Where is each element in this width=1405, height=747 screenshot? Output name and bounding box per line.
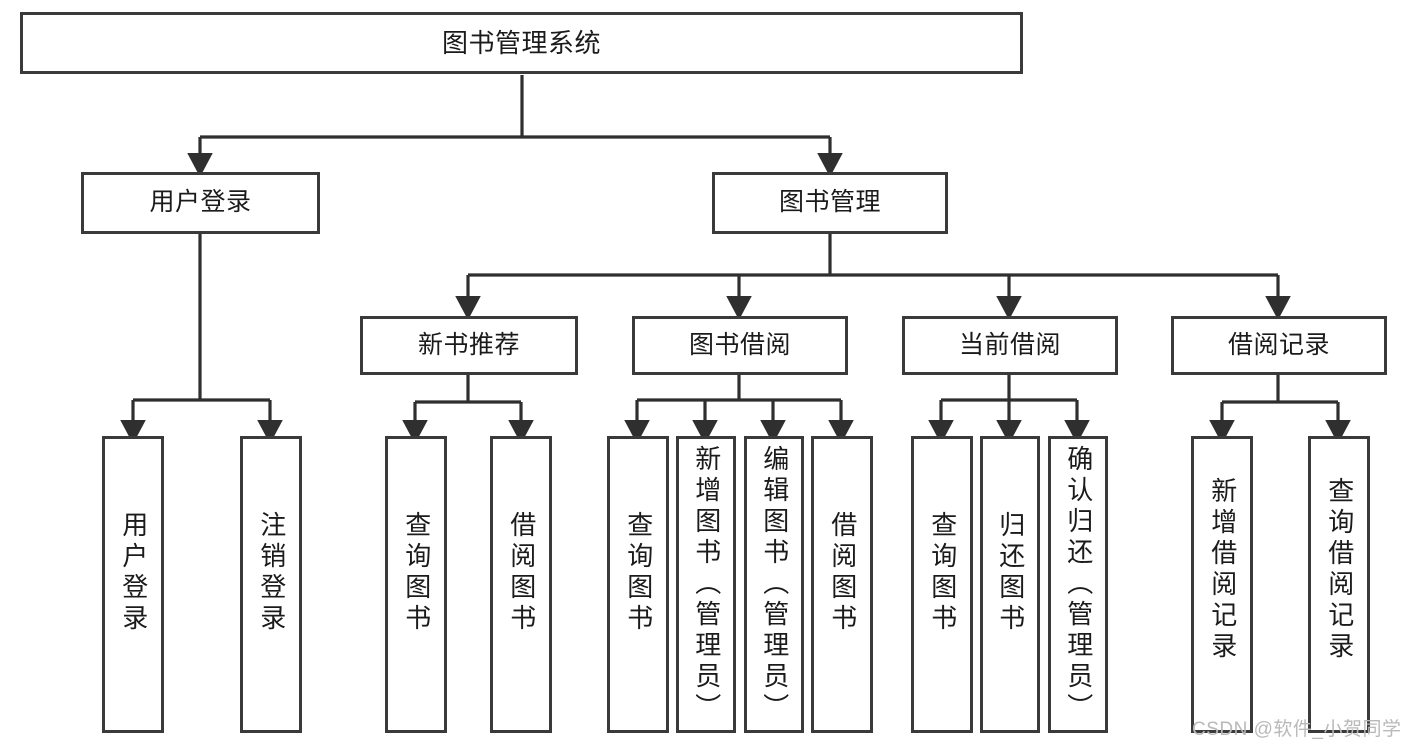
node-label: 查询图书 [401,511,432,635]
leaf-query-borrow-record[interactable]: 查询借阅记录 [1308,436,1370,733]
node-label: 注销登录 [256,511,287,635]
node-label: 编辑图书（管理员） [759,445,790,724]
leaf-add-borrow-record[interactable]: 新增借阅记录 [1191,436,1253,733]
node-book-manage[interactable]: 图书管理 [712,172,948,234]
leaf-return-book[interactable]: 归还图书 [980,436,1040,733]
node-label: 归还图书 [995,511,1026,635]
node-label: 查询借阅记录 [1324,477,1355,663]
node-book-borrow[interactable]: 图书借阅 [632,316,848,375]
leaf-query-book-recommend[interactable]: 查询图书 [385,436,447,733]
node-label: 新增借阅记录 [1207,477,1238,663]
node-label: 用户登录 [149,188,252,217]
node-label: 查询图书 [927,511,958,635]
node-label: 借阅图书 [827,511,858,635]
node-label: 新书推荐 [417,330,520,359]
leaf-query-book-current[interactable]: 查询图书 [911,436,973,733]
leaf-borrow-book-recommend[interactable]: 借阅图书 [490,436,552,733]
node-label: 新增图书（管理员） [691,445,722,724]
csdn-watermark: CSDN @软件_小贺同学 [1192,719,1402,740]
node-root-system[interactable]: 图书管理系统 [20,12,1023,74]
leaf-confirm-return-admin[interactable]: 确认归还（管理员） [1048,436,1108,733]
node-label: 用户登录 [118,511,149,635]
node-borrow-record[interactable]: 借阅记录 [1171,316,1387,375]
node-label: 查询图书 [623,511,654,635]
leaf-user-login[interactable]: 用户登录 [102,436,164,733]
leaf-borrow-book-borrow[interactable]: 借阅图书 [811,436,873,733]
node-label: 图书借阅 [688,330,791,359]
node-current-borrow[interactable]: 当前借阅 [902,316,1118,375]
node-label: 图书管理系统 [441,27,601,58]
node-label: 确认归还（管理员） [1063,445,1094,724]
leaf-query-book-borrow[interactable]: 查询图书 [607,436,669,733]
node-label: 借阅图书 [506,511,537,635]
leaf-logout-login[interactable]: 注销登录 [240,436,302,733]
node-label: 当前借阅 [958,330,1061,359]
node-new-book-recommend[interactable]: 新书推荐 [360,316,578,375]
node-label: 图书管理 [778,188,881,217]
node-user-login[interactable]: 用户登录 [81,172,320,234]
node-label: 借阅记录 [1227,330,1330,359]
leaf-edit-book-admin[interactable]: 编辑图书（管理员） [744,436,804,733]
leaf-add-book-admin[interactable]: 新增图书（管理员） [676,436,736,733]
